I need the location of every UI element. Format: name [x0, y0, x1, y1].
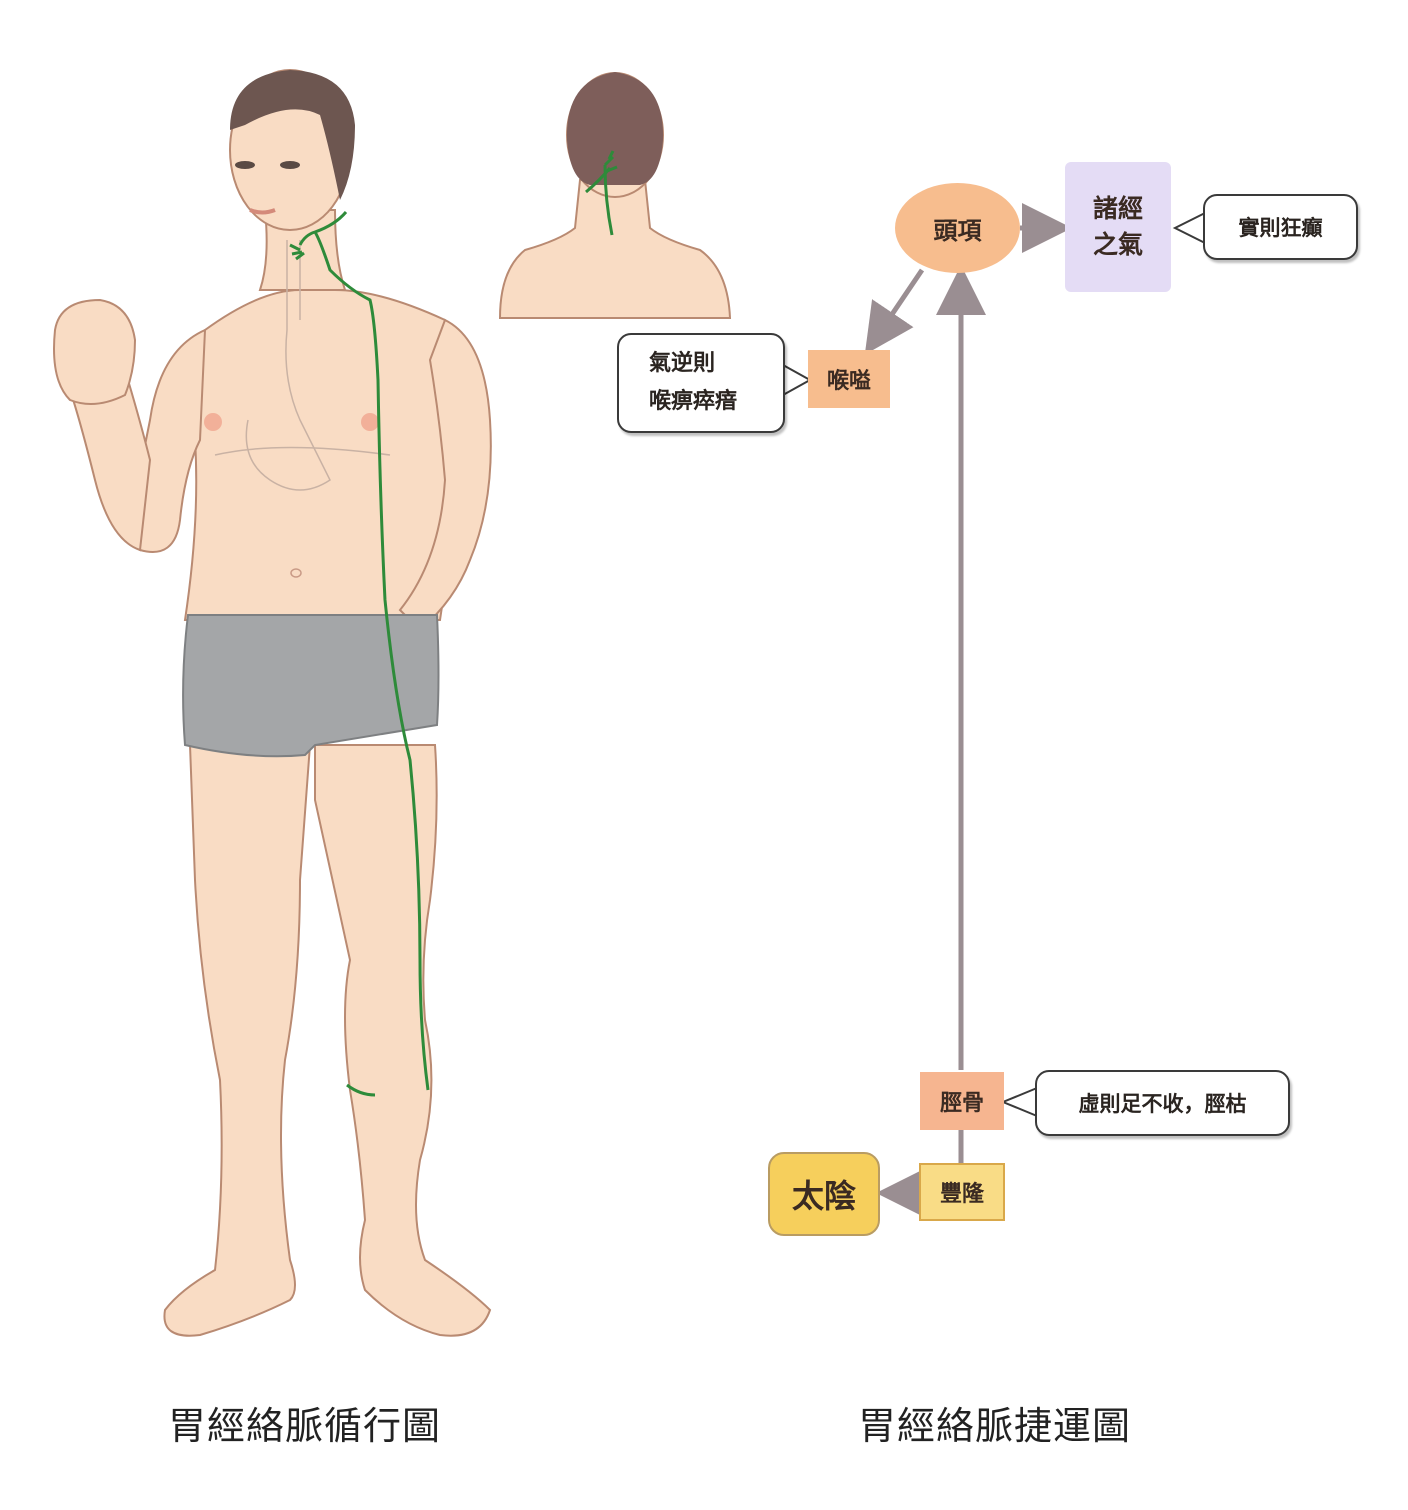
left-caption: 胃經絡脈循行圖 — [168, 1404, 442, 1448]
node-tibia: 脛骨 — [920, 1072, 1004, 1130]
node-throat: 喉嗌 — [808, 350, 890, 408]
callout-qi-reversal: 氣逆則 喉痹瘁瘖 — [617, 333, 785, 433]
callout-deficiency: 虛則足不收，脛枯 — [1035, 1070, 1290, 1136]
callout-excess: 實則狂癲 — [1203, 194, 1358, 260]
node-all-channels-qi: 諸經 之氣 — [1065, 162, 1171, 292]
node-fenglong: 豐隆 — [919, 1163, 1005, 1221]
body-figure — [53, 69, 492, 1337]
arrow-to-throat — [864, 268, 925, 355]
back-view-inset — [498, 72, 732, 319]
node-taiyin: 太陰 — [768, 1152, 880, 1236]
right-caption: 胃經絡脈捷運圖 — [858, 1404, 1132, 1448]
node-head-neck: 頭項 — [895, 183, 1020, 273]
